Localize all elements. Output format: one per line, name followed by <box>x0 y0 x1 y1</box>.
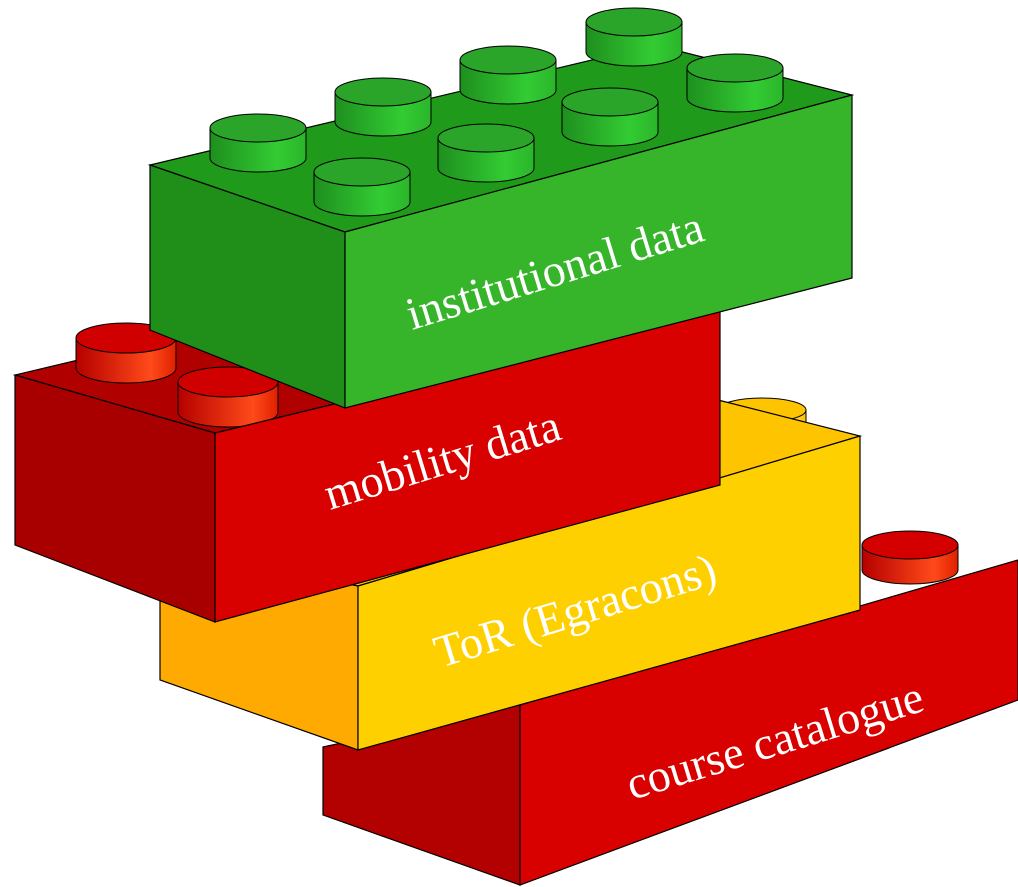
stud <box>686 53 784 113</box>
stud <box>585 7 683 67</box>
stud <box>177 366 279 428</box>
stud <box>209 113 307 173</box>
brick-front-face <box>344 94 853 409</box>
stud <box>334 77 432 137</box>
stud <box>861 530 959 585</box>
stud <box>437 123 535 183</box>
brick-institutional-data: institutional data <box>147 7 855 409</box>
stud <box>313 157 411 217</box>
stud <box>459 45 557 105</box>
stud <box>561 87 659 147</box>
